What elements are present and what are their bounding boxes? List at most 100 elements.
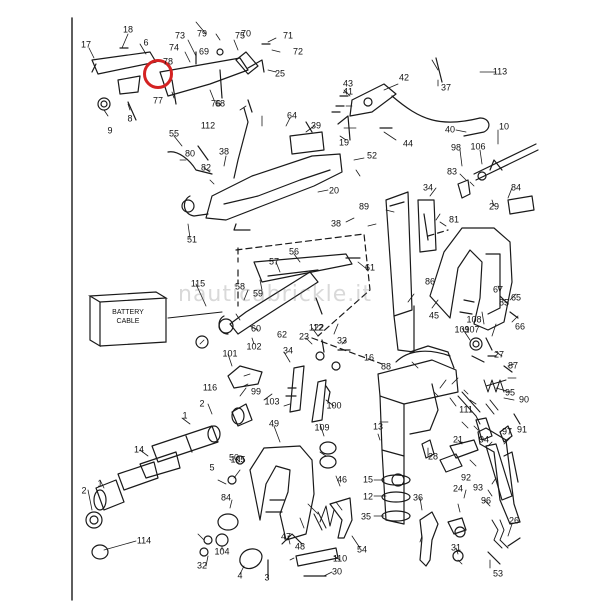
highlight-circle — [143, 59, 173, 89]
part-label-104: 104 — [214, 546, 230, 557]
part-label-78: 78 — [162, 56, 174, 67]
part-label-1: 1 — [182, 410, 188, 421]
part-label-5: 5 — [209, 462, 215, 473]
part-label-12: 12 — [362, 491, 374, 502]
part-label-109: 109 — [314, 422, 330, 433]
part-label-45: 45 — [428, 310, 440, 321]
part-label-72: 72 — [292, 46, 304, 57]
part-label-49: 49 — [268, 418, 280, 429]
part-label-108: 108 — [466, 314, 482, 325]
part-label-33: 33 — [336, 335, 348, 346]
part-label-73: 73 — [174, 30, 186, 41]
part-label-112: 112 — [200, 120, 216, 131]
part-label-41: 41 — [342, 86, 354, 97]
part-label-44: 44 — [402, 138, 414, 149]
part-label-34: 34 — [422, 182, 434, 193]
part-label-54: 54 — [356, 544, 368, 555]
part-label-114: 114 — [136, 535, 152, 546]
part-label-38: 38 — [218, 146, 230, 157]
part-label-51: 51 — [186, 234, 198, 245]
part-label-71: 71 — [282, 30, 294, 41]
part-label-58: 58 — [234, 281, 246, 292]
part-label-89: 89 — [358, 201, 370, 212]
part-label-84: 84 — [510, 182, 522, 193]
part-label-116: 116 — [202, 382, 218, 393]
part-label-112: 112 — [308, 322, 324, 333]
part-label-10: 10 — [498, 121, 510, 132]
part-label-32: 32 — [196, 560, 208, 571]
part-label-86: 86 — [424, 276, 436, 287]
part-label-23: 23 — [298, 331, 310, 342]
part-label-85: 85 — [498, 297, 510, 308]
part-label-83: 83 — [446, 166, 458, 177]
part-label-53: 53 — [492, 568, 504, 579]
battery-cable-label: BATTERY CABLE — [112, 309, 144, 325]
part-label-21: 21 — [452, 434, 464, 445]
part-label-48: 48 — [294, 541, 306, 552]
part-label-87: 87 — [507, 360, 519, 371]
part-label-1: 1 — [97, 478, 103, 489]
part-label-46: 46 — [336, 474, 348, 485]
part-label-91: 91 — [516, 424, 528, 435]
part-label-42: 42 — [398, 72, 410, 83]
part-label-26: 26 — [508, 515, 520, 526]
part-label-101: 101 — [222, 348, 238, 359]
part-label-96: 96 — [480, 495, 492, 506]
part-label-84: 84 — [220, 492, 232, 503]
part-label-30: 30 — [331, 566, 343, 577]
part-label-9: 9 — [107, 125, 113, 136]
part-label-92: 92 — [460, 472, 472, 483]
part-label-31: 31 — [450, 542, 462, 553]
part-label-16: 16 — [363, 352, 375, 363]
part-label-103: 103 — [264, 396, 280, 407]
part-label-113: 113 — [492, 66, 508, 77]
part-label-106: 106 — [470, 141, 486, 152]
part-label-35: 35 — [360, 511, 372, 522]
part-label-77: 77 — [152, 95, 164, 106]
part-label-81: 81 — [448, 214, 460, 225]
part-label-27: 27 — [493, 349, 505, 360]
part-label-50: 50 — [228, 452, 240, 463]
part-label-90: 90 — [518, 394, 530, 405]
part-label-24: 24 — [452, 483, 464, 494]
part-label-66: 66 — [514, 321, 526, 332]
part-label-105: 105 — [230, 454, 246, 465]
part-label-65: 65 — [510, 292, 522, 303]
part-label-74: 74 — [168, 42, 180, 53]
part-label-8: 8 — [127, 113, 133, 124]
part-label-34: 34 — [282, 345, 294, 356]
part-label-110: 110 — [332, 553, 348, 564]
battery-cable-box: BATTERY CABLE — [88, 290, 168, 348]
part-label-38: 38 — [330, 218, 342, 229]
battery-box-outline — [88, 291, 168, 348]
part-label-55: 55 — [168, 128, 180, 139]
part-label-115: 115 — [190, 278, 206, 289]
part-label-37: 37 — [440, 82, 452, 93]
part-label-76: 76 — [210, 98, 222, 109]
part-label-57: 57 — [268, 256, 280, 267]
part-label-69: 69 — [198, 46, 210, 57]
part-label-61: 61 — [364, 262, 376, 273]
part-label-67: 67 — [492, 284, 504, 295]
part-label-68: 68 — [214, 98, 226, 109]
part-label-47: 47 — [280, 531, 292, 542]
part-label-75: 75 — [234, 30, 246, 41]
part-label-14: 14 — [133, 444, 145, 455]
part-label-28: 28 — [427, 451, 439, 462]
part-label-3: 3 — [264, 572, 270, 583]
part-label-107: 107 — [464, 324, 480, 335]
part-label-13: 13 — [372, 421, 384, 432]
part-label-70: 70 — [240, 28, 252, 39]
part-label-15: 15 — [362, 474, 374, 485]
part-label-39: 39 — [310, 120, 322, 131]
part-label-98: 98 — [450, 142, 462, 153]
part-label-29: 29 — [488, 201, 500, 212]
part-label-22: 22 — [313, 322, 325, 333]
part-label-6: 6 — [143, 37, 149, 48]
part-label-40: 40 — [444, 124, 456, 135]
part-label-99: 99 — [250, 386, 262, 397]
part-label-19: 19 — [338, 137, 350, 148]
part-label-36: 36 — [412, 492, 424, 503]
